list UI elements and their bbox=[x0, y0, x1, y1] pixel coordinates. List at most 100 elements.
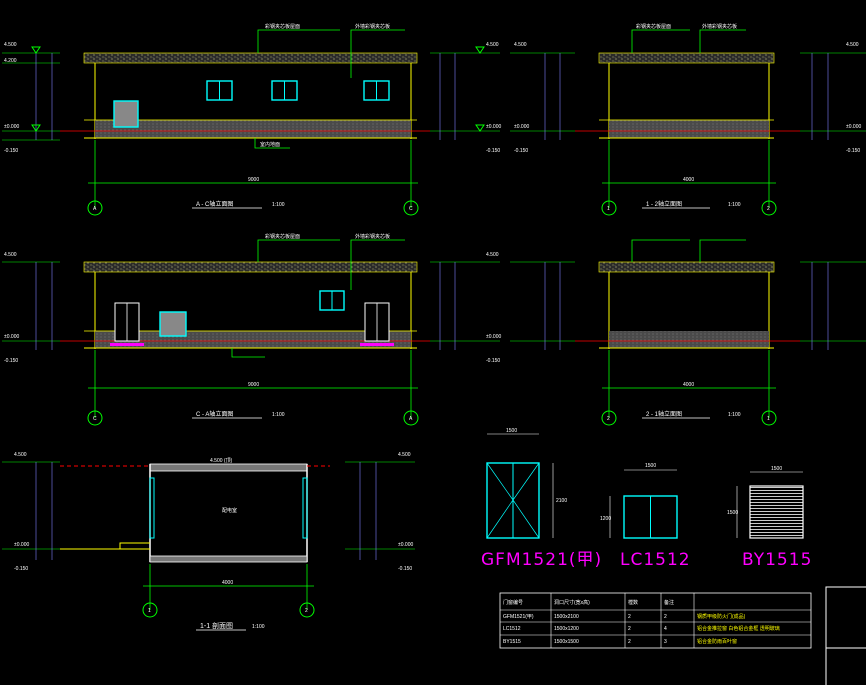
section-1-1: 4.500 (顶) 配电室 4000 1 2 1-1 剖面图 1:100 4.5… bbox=[2, 452, 415, 631]
svg-text:1500: 1500 bbox=[771, 466, 782, 472]
svg-text:1200: 1200 bbox=[600, 516, 611, 522]
elevation-title: A - C轴立面图 bbox=[196, 200, 233, 208]
svg-text:±0.000: ±0.000 bbox=[486, 124, 501, 130]
svg-text:-0.150: -0.150 bbox=[4, 358, 18, 364]
schedule-cell: 铝合金防雨百叶窗 bbox=[697, 638, 737, 645]
svg-text:外墙彩钢夹芯板: 外墙彩钢夹芯板 bbox=[355, 233, 390, 240]
svg-text:1500: 1500 bbox=[727, 510, 738, 516]
svg-text:±0.000: ±0.000 bbox=[846, 124, 861, 130]
elevation-title: 1 - 2轴立面图 bbox=[646, 200, 682, 208]
roof-note: 彩钢夹芯板屋面 bbox=[265, 23, 300, 30]
svg-text:1:100: 1:100 bbox=[252, 624, 265, 630]
svg-text:外墙彩钢夹芯板: 外墙彩钢夹芯板 bbox=[702, 23, 737, 30]
svg-text:1: 1 bbox=[767, 416, 770, 422]
elevation-scale: 1:100 bbox=[272, 202, 285, 208]
elevation-title: 2 - 1轴立面图 bbox=[646, 410, 682, 418]
axis-bubble-left: A bbox=[93, 206, 97, 212]
schedule-header-cell: 樘数 bbox=[628, 599, 638, 606]
svg-text:2: 2 bbox=[305, 608, 308, 614]
schedule-cell: 4 bbox=[664, 626, 667, 632]
svg-text:4.200: 4.200 bbox=[4, 58, 17, 64]
svg-text:4.500: 4.500 bbox=[846, 42, 859, 48]
svg-text:1:100: 1:100 bbox=[728, 412, 741, 418]
schedule-cell: 2 bbox=[628, 626, 631, 632]
svg-text:2100: 2100 bbox=[556, 498, 567, 504]
svg-text:-0.150: -0.150 bbox=[14, 566, 28, 572]
elevation-1-2: 彩钢夹芯板屋面 外墙彩钢夹芯板 4000 1 2 1 - 2轴立面图 1:100… bbox=[510, 23, 866, 216]
svg-text:4.500: 4.500 bbox=[486, 42, 499, 48]
schedule-header-cell: 洞口尺寸(宽x高) bbox=[554, 599, 590, 606]
svg-text:±0.000: ±0.000 bbox=[486, 334, 501, 340]
svg-text:4000: 4000 bbox=[683, 177, 694, 183]
svg-text:彩钢夹芯板屋面: 彩钢夹芯板屋面 bbox=[636, 23, 671, 30]
svg-text:-0.150: -0.150 bbox=[514, 148, 528, 154]
schedule-cell: BY1515 bbox=[503, 639, 521, 645]
louver-code-label: BY1515 bbox=[742, 550, 812, 570]
svg-text:A: A bbox=[409, 416, 413, 422]
schedule-cell: 1500x1200 bbox=[554, 626, 579, 632]
section-title: 1-1 剖面图 bbox=[200, 621, 233, 630]
svg-text:-0.150: -0.150 bbox=[846, 148, 860, 154]
window-detail-lc1512: 1500 1200 LC1512 bbox=[600, 463, 691, 570]
svg-text:4.500: 4.500 bbox=[4, 252, 17, 258]
svg-text:4000: 4000 bbox=[222, 580, 233, 586]
svg-text:±0.000: ±0.000 bbox=[4, 124, 19, 130]
louver-detail-by1515: 1500 1500 BY1515 bbox=[727, 466, 812, 570]
svg-text:4000: 4000 bbox=[683, 382, 694, 388]
schedule-cell: 1500x1500 bbox=[554, 639, 579, 645]
section-roof-note: 4.500 (顶) bbox=[210, 458, 233, 464]
svg-text:彩钢夹芯板屋面: 彩钢夹芯板屋面 bbox=[265, 233, 300, 240]
svg-text:1: 1 bbox=[148, 608, 151, 614]
door-code-label: GFM1521(甲) bbox=[481, 550, 602, 570]
svg-text:1: 1 bbox=[607, 206, 610, 212]
room-label: 配电室 bbox=[222, 507, 237, 514]
schedule-cell: GFM1521(甲) bbox=[503, 614, 534, 620]
elevation-a-c: 彩钢夹芯板屋面 外墙彩钢夹芯板 室内地面 9000 A C A - C轴立面图 … bbox=[2, 23, 501, 216]
svg-text:4.500: 4.500 bbox=[486, 252, 499, 258]
level-marks-right: 4.500 ±0.000 -0.150 bbox=[430, 42, 501, 154]
svg-text:-0.150: -0.150 bbox=[4, 148, 18, 154]
svg-text:±0.000: ±0.000 bbox=[14, 542, 29, 548]
svg-text:1500: 1500 bbox=[506, 428, 517, 434]
svg-text:±0.000: ±0.000 bbox=[514, 124, 529, 130]
title-block-frame bbox=[825, 586, 866, 685]
floor-note: 室内地面 bbox=[260, 141, 280, 148]
svg-text:-0.150: -0.150 bbox=[486, 358, 500, 364]
svg-text:±0.000: ±0.000 bbox=[4, 334, 19, 340]
elevation-c-a: 彩钢夹芯板屋面 外墙彩钢夹芯板 9000 C A C - A轴立面图 1:100… bbox=[2, 233, 501, 426]
schedule-cell: 铝合金推拉窗 白色铝合金框 透明玻璃 bbox=[697, 625, 780, 632]
level-marks-left: 4.500 4.200 ±0.000 -0.150 bbox=[2, 42, 60, 154]
elevation-2-1: 4000 2 1 2 - 1轴立面图 1:100 bbox=[510, 239, 866, 426]
wall-note: 外墙彩钢夹芯板 bbox=[355, 23, 390, 30]
schedule-cell: 2 bbox=[664, 614, 667, 620]
floor-slab bbox=[95, 120, 411, 138]
svg-text:4.500: 4.500 bbox=[14, 452, 27, 458]
window-code-label: LC1512 bbox=[620, 550, 691, 570]
svg-text:2: 2 bbox=[607, 416, 610, 422]
roof-band bbox=[83, 52, 418, 64]
svg-text:-0.150: -0.150 bbox=[486, 148, 500, 154]
door-detail-gfm1521: 1500 2100 GFM1521(甲) bbox=[481, 428, 602, 570]
schedule-cell: 2 bbox=[628, 614, 631, 620]
svg-text:1500: 1500 bbox=[645, 463, 656, 469]
schedule-cell: LC1512 bbox=[503, 626, 521, 632]
schedule-cell: 1500x2100 bbox=[554, 614, 579, 620]
svg-text:-0.150: -0.150 bbox=[398, 566, 412, 572]
svg-text:4.500: 4.500 bbox=[398, 452, 411, 458]
louver-by1515 bbox=[159, 311, 187, 337]
elevation-title: C - A轴立面图 bbox=[196, 410, 233, 418]
svg-text:1:100: 1:100 bbox=[272, 412, 285, 418]
schedule-cell: 2 bbox=[628, 639, 631, 645]
svg-text:9000: 9000 bbox=[248, 382, 259, 388]
louver-by1515 bbox=[113, 100, 139, 128]
svg-text:2: 2 bbox=[767, 206, 770, 212]
schedule-header-cell: 门窗编号 bbox=[503, 599, 523, 606]
svg-text:1:100: 1:100 bbox=[728, 202, 741, 208]
svg-text:4.500: 4.500 bbox=[514, 42, 527, 48]
svg-text:±0.000: ±0.000 bbox=[398, 542, 413, 548]
svg-text:C: C bbox=[93, 416, 97, 422]
schedule-header-cell: 备注 bbox=[664, 599, 674, 606]
schedule-cell: 3 bbox=[664, 639, 667, 645]
